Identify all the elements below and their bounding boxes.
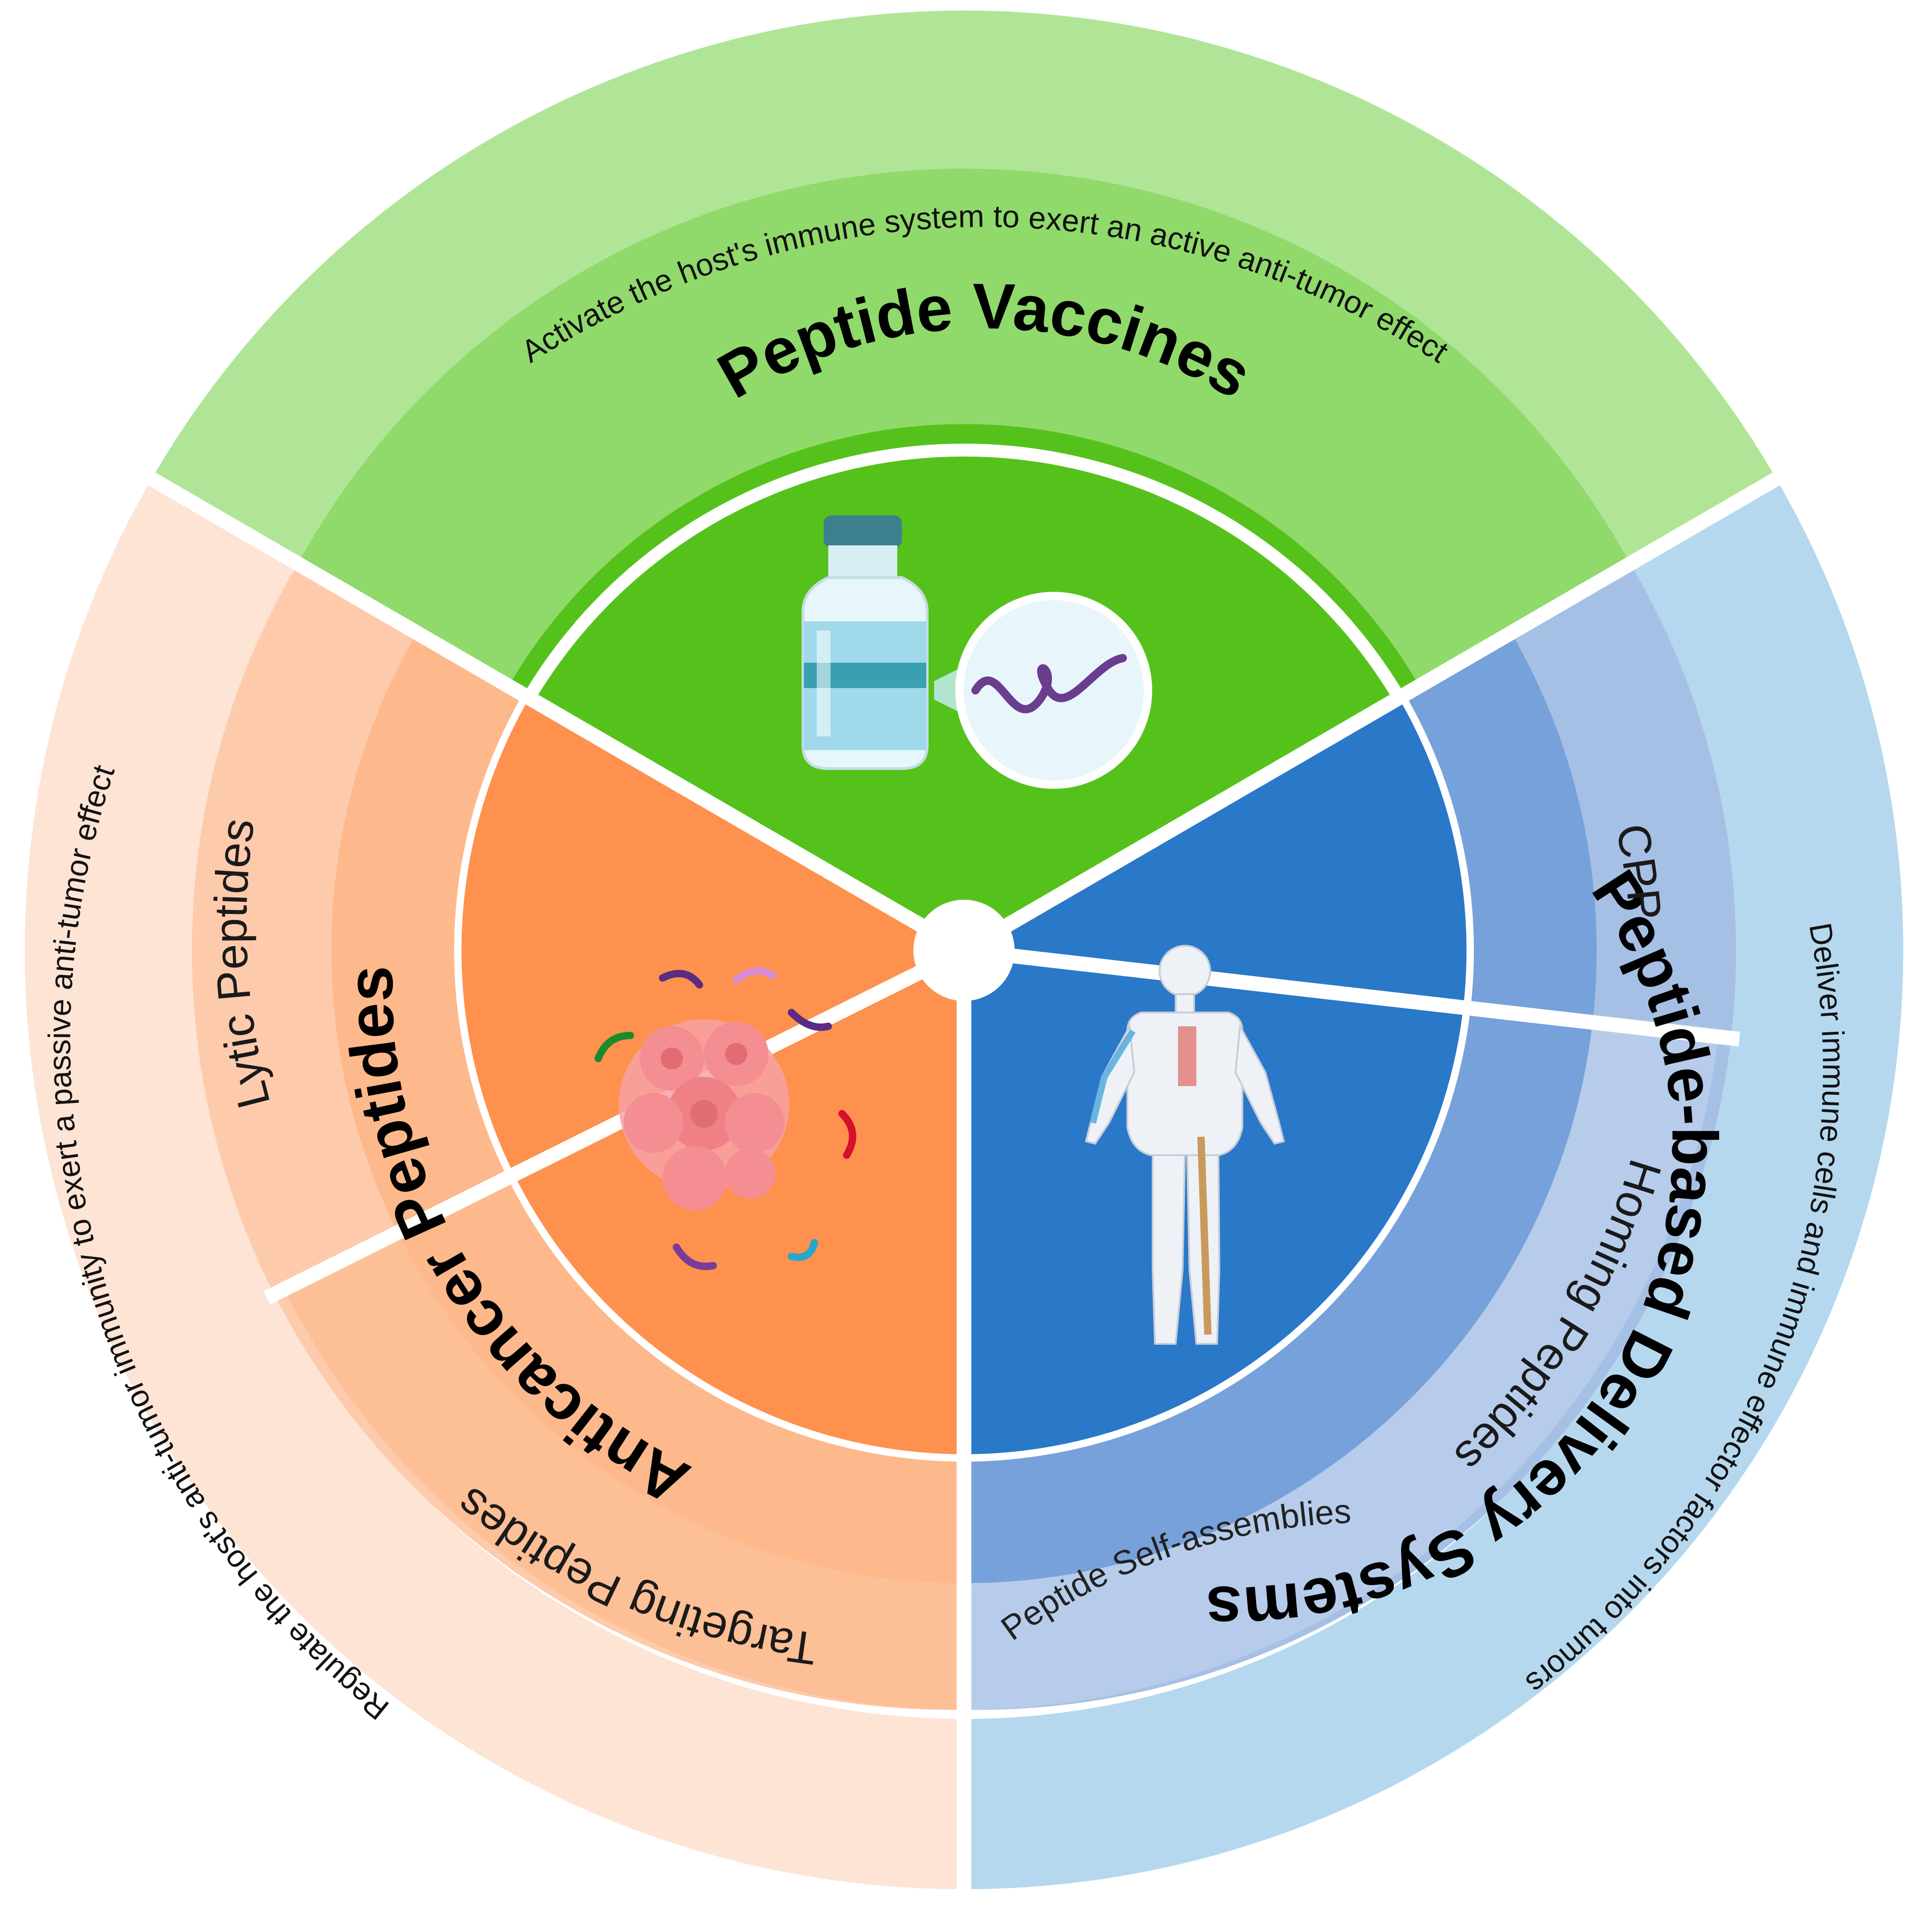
core-separator-arc (454, 694, 964, 1462)
core-separator-arc-right (964, 694, 1474, 1462)
vaccine-vial-icon (802, 515, 1026, 770)
peptide-magnifier-icon (955, 592, 1152, 789)
center-hub (913, 900, 1015, 1001)
inner-separator-arc (523, 444, 1405, 701)
sector-separators (109, 444, 1819, 1932)
tumor-cells-icon (595, 967, 856, 1270)
human-body-icon (1085, 945, 1285, 1345)
